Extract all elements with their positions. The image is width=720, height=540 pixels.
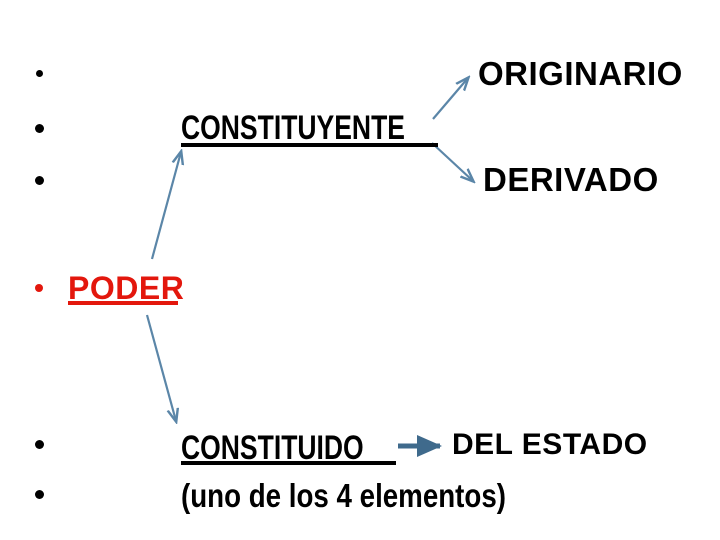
node-derivado: DERIVADO: [483, 161, 659, 198]
bullet-row-1: [36, 70, 43, 77]
bullet-row-5: [35, 440, 44, 449]
bullet-row-2: [35, 124, 44, 133]
connector-constituyente-to-originario: [432, 78, 468, 120]
bullet-row-3: [35, 176, 44, 185]
connector-poder-to-constituyente: [150, 152, 181, 260]
underline-poder: [68, 301, 178, 305]
connector-poder-to-constituido: [145, 314, 176, 421]
bullet-poder: [35, 284, 43, 292]
node-constituyente: CONSTITUYENTE: [181, 109, 405, 147]
node-del-estado: DEL ESTADO: [452, 428, 648, 461]
node-note-elementos: (uno de los 4 elementos): [181, 477, 507, 514]
node-originario: ORIGINARIO: [478, 55, 683, 92]
underline-constituido: [181, 461, 396, 465]
bullet-row-6: [35, 490, 44, 499]
node-constituido: CONSTITUIDO: [181, 429, 364, 467]
node-poder: PODER: [68, 270, 185, 306]
connector-constituyente-to-derivado: [431, 142, 473, 181]
underline-constituyente: [181, 143, 438, 147]
